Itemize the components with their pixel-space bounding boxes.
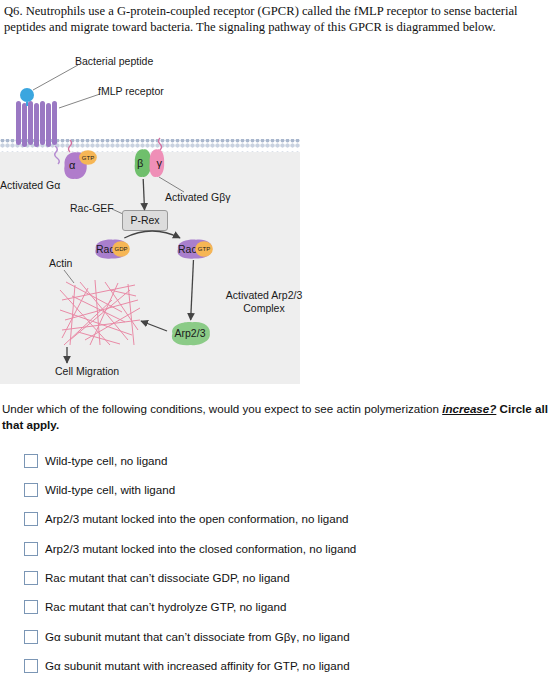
- receptor-helix: [28, 101, 33, 145]
- receptor-tail: [55, 146, 60, 164]
- node-fill: [172, 322, 210, 345]
- checkbox: [25, 543, 38, 556]
- g-alpha-subunit: αGTP: [62, 150, 88, 181]
- gtp-circle: GTP: [195, 241, 213, 257]
- node-fill: [79, 150, 97, 165]
- leader-line: [59, 94, 100, 108]
- connector-arrow: [191, 260, 194, 320]
- prompt-text: Under which of the following conditions,…: [2, 402, 439, 415]
- receptor-helix: [40, 101, 45, 145]
- gtp-circle: GTP: [79, 150, 97, 165]
- receptor-helix: [22, 103, 27, 147]
- checkbox: [25, 572, 38, 585]
- receptor-helix: [52, 101, 57, 145]
- callout-label: fMLP receptor: [98, 85, 164, 98]
- checkbox: [25, 601, 38, 614]
- checkbox: [25, 631, 38, 644]
- answer-option: Gα subunit mutant that can’t dissociate …: [45, 629, 350, 645]
- leader-line: [64, 270, 74, 283]
- answer-option: Arp2/3 mutant locked into the open confo…: [45, 511, 349, 527]
- node-text: GTP: [82, 155, 94, 161]
- connector-arrow: [143, 179, 144, 210]
- g-gamma-subunit: γ: [148, 147, 165, 179]
- node-text: γ: [157, 158, 163, 169]
- question-prompt: Under which of the following conditions,…: [2, 401, 554, 433]
- answer-option: Rac mutant that can’t hydrolyze GTP, no …: [45, 599, 286, 615]
- node-fill: [195, 241, 213, 257]
- node-text: β: [137, 158, 143, 169]
- arrow: [141, 321, 167, 331]
- callout-label: Activated Arp2/3 Complex: [222, 289, 306, 315]
- rac-protein: RacGDP: [92, 238, 130, 260]
- ligand-stalk: [26, 102, 28, 106]
- node-fill: [112, 241, 130, 257]
- arp23-complex: Arp2/3: [168, 320, 212, 347]
- lipid-anchor: [159, 138, 162, 150]
- question-stem: Q6. Neutrophils use a G-protein-coupled …: [4, 3, 552, 35]
- emphasis-text: increase?: [442, 402, 496, 415]
- node-text: α: [69, 160, 75, 171]
- g-beta-subunit: β: [133, 147, 152, 179]
- actin-network: [60, 280, 140, 345]
- node-fill: [177, 240, 212, 259]
- checkbox: [25, 455, 38, 468]
- receptor-helix: [46, 103, 51, 147]
- answer-option: Rac mutant that can’t dissociate GDP, no…: [45, 570, 290, 586]
- checkbox: [25, 484, 38, 497]
- answer-option: Gα subunit mutant with increased affinit…: [45, 658, 350, 674]
- node-text: P-Rex: [130, 215, 159, 226]
- node-text: Rac: [96, 244, 115, 255]
- node-fill: [135, 149, 151, 177]
- callout-label: Activated Gβγ: [165, 191, 231, 204]
- checkbox: [25, 660, 38, 673]
- peptide-ligand: [20, 88, 34, 102]
- membrane-core: [0, 144, 300, 147]
- node-text: Rac: [178, 244, 197, 255]
- callout-label: Rac-GEF: [70, 202, 114, 215]
- receptor-helix: [34, 103, 39, 147]
- callout-label: Actin: [49, 257, 72, 270]
- receptor-helix: [16, 101, 21, 145]
- node-text: Arp2/3: [175, 328, 206, 339]
- rac-protein: RacGTP: [174, 238, 214, 260]
- lipid-anchor: [69, 140, 72, 152]
- answer-option: Wild-type cell, no ligand: [45, 453, 167, 469]
- connector-arrow: [124, 231, 180, 238]
- answer-option: Arp2/3 mutant locked into the closed con…: [45, 541, 356, 557]
- node-fill: [149, 149, 164, 177]
- node-text: GTP: [198, 246, 210, 252]
- cytoplasm: [0, 152, 300, 384]
- checkbox: [25, 513, 38, 526]
- leader-line: [33, 65, 78, 90]
- answer-option: Wild-type cell, with ligand: [45, 482, 175, 498]
- leader-line: [159, 177, 184, 192]
- gef-box: P-Rex: [122, 210, 168, 231]
- callout-label: Bacterial peptide: [75, 55, 153, 68]
- node-text: GDP: [114, 246, 127, 252]
- arrow: [66, 347, 67, 363]
- callout-label: Activated Gα: [0, 179, 60, 192]
- outcome-label: Cell Migration: [55, 365, 119, 378]
- gdp-circle: GDP: [112, 241, 130, 257]
